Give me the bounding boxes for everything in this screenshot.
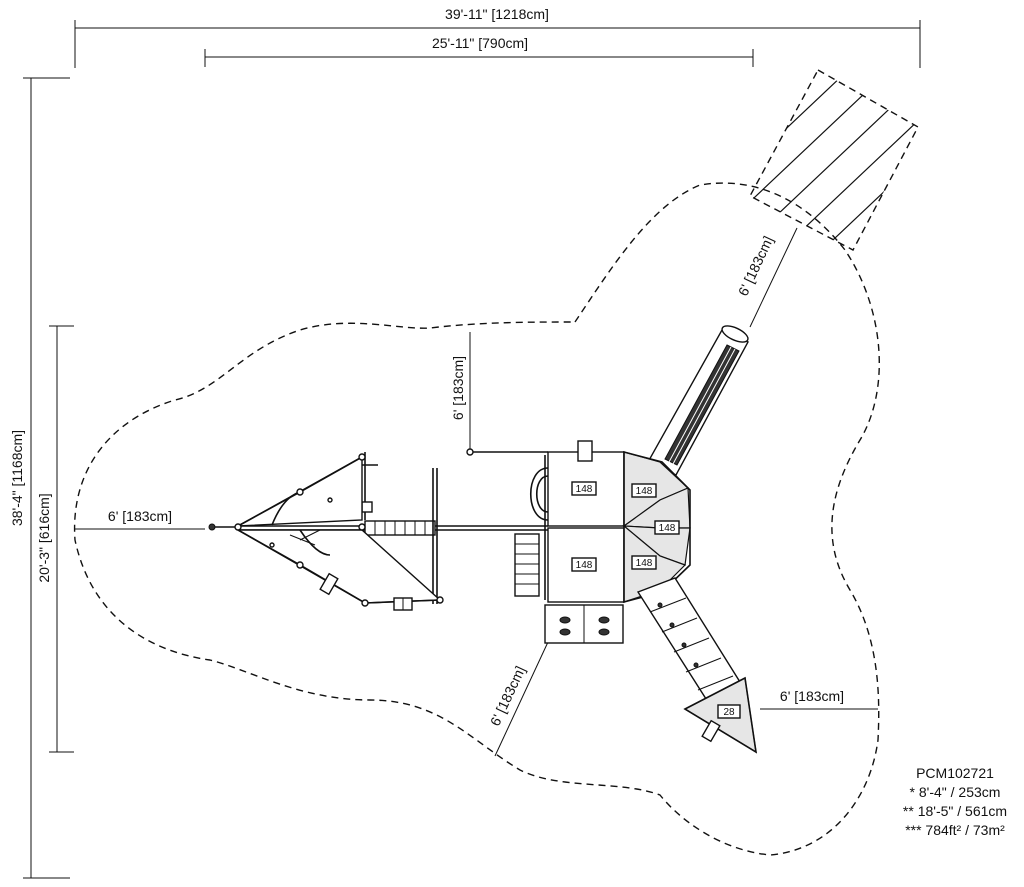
clearance-left: 6' [183cm]: [75, 508, 205, 530]
deck-label-3: 148: [659, 523, 676, 534]
triangle-deck: 28: [683, 676, 758, 754]
overall-height-label: 38'-4" [1168cm]: [9, 430, 25, 526]
deck-label-1: 148: [576, 484, 593, 495]
clearance-left-label: 6' [183cm]: [108, 508, 172, 524]
clearance-top: 6' [183cm]: [450, 332, 471, 452]
deck-label-2: 148: [636, 486, 653, 497]
clearance-bottom: 6' [183cm]: [487, 641, 549, 757]
overall-width-label: 39'-11" [1218cm]: [445, 6, 549, 22]
main-deck-cluster: [466, 440, 691, 644]
clearance-right: 6' [183cm]: [760, 688, 878, 710]
overall-height-dimension: 38'-4" [1168cm]: [9, 77, 70, 879]
ship-structure: [208, 453, 444, 611]
info-line-3: *** 784ft² / 73m²: [905, 822, 1005, 838]
ladder: [514, 533, 540, 597]
info-block: PCM102721 * 8'-4" / 253cm ** 18'-5" / 56…: [903, 765, 1007, 838]
clearance-top-label: 6' [183cm]: [450, 356, 466, 420]
info-line-2: ** 18'-5" / 561cm: [903, 803, 1007, 819]
clearance-right-label: 6' [183cm]: [780, 688, 844, 704]
overall-width-dimension: 39'-11" [1218cm]: [74, 4, 921, 68]
clearance-slide-label: 6' [183cm]: [735, 233, 777, 298]
clearance-slide: 6' [183cm]: [735, 227, 798, 328]
inner-width-dimension: 25'-11" [790cm]: [204, 33, 754, 67]
hatched-zone: [749, 69, 919, 251]
model-number: PCM102721: [916, 765, 994, 781]
tube-slide: [647, 325, 749, 476]
ramp-bridge: [636, 577, 747, 703]
info-line-1: * 8'-4" / 253cm: [910, 784, 1001, 800]
deck-label-6: 28: [723, 707, 735, 718]
deck-label-5: 148: [636, 558, 653, 569]
clearance-bottom-label: 6' [183cm]: [487, 663, 529, 728]
inner-height-label: 20'-3" [616cm]: [36, 493, 52, 582]
deck-label-4: 148: [576, 560, 593, 571]
safety-zone-outline: [73, 182, 880, 856]
inner-width-label: 25'-11" [790cm]: [432, 35, 528, 51]
inner-height-dimension: 20'-3" [616cm]: [36, 325, 74, 753]
deck-labels: 148 148 148 148 148: [571, 481, 680, 572]
